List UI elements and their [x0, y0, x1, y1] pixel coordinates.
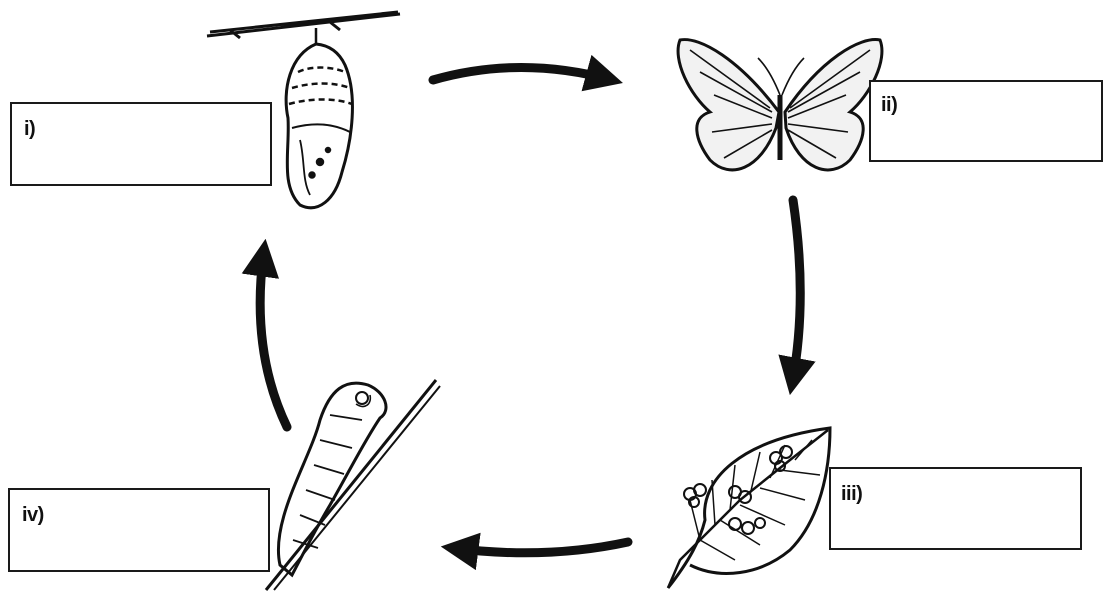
leaf-with-eggs-icon — [668, 428, 830, 588]
answer-box-i[interactable]: i) — [10, 102, 272, 186]
label-iii: iii) — [841, 483, 862, 506]
arrow-caterpillar-to-chrysalis — [260, 250, 287, 427]
arrow-chrysalis-to-butterfly — [433, 68, 612, 81]
label-iv: iv) — [22, 504, 44, 527]
arrow-egg-to-caterpillar — [452, 542, 628, 553]
label-i: i) — [24, 118, 35, 141]
answer-box-iv[interactable]: iv) — [8, 488, 270, 572]
answer-box-ii[interactable]: ii) — [869, 80, 1103, 162]
answer-box-iii[interactable]: iii) — [829, 467, 1082, 550]
butterfly-icon — [678, 40, 882, 170]
arrow-butterfly-to-egg — [792, 200, 800, 384]
label-ii: ii) — [881, 94, 897, 117]
caterpillar-icon — [266, 380, 440, 590]
